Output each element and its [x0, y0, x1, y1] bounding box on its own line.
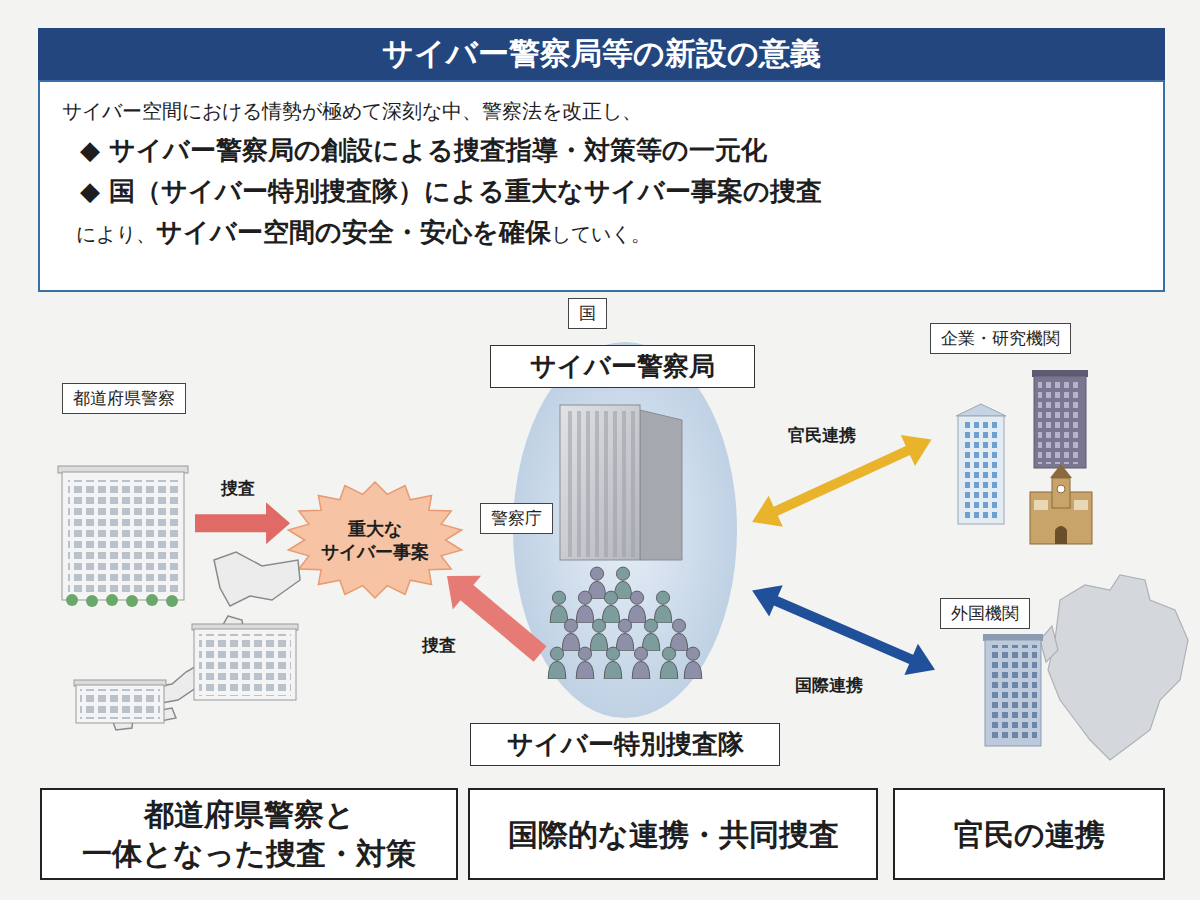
- node-text: 重大な サイバー事案: [313, 517, 437, 564]
- company-buildings: [1038, 380, 1082, 464]
- node-label: 国: [568, 298, 607, 329]
- company-buildings: [1052, 478, 1070, 508]
- node-text: 官民の連携: [954, 815, 1105, 854]
- node-label: 警察庁: [480, 503, 553, 534]
- label-holder: 警察庁: [480, 503, 553, 534]
- prefectural-building: [62, 472, 184, 600]
- label-holder: 都道府県警察: [62, 383, 186, 414]
- node-label: サイバー特別捜査隊: [470, 723, 780, 766]
- europe-map: [1048, 575, 1188, 760]
- edge-label: 捜査: [418, 633, 460, 658]
- edge-label: 国際連携: [791, 673, 867, 698]
- label-holder: 捜査: [217, 476, 259, 501]
- prefectural-building: [192, 624, 298, 700]
- prefectural-building: [80, 689, 160, 719]
- npa-building: [640, 410, 682, 560]
- node-text: により、: [76, 221, 156, 248]
- node-text: サイバー空間の安全・安心を確保: [156, 215, 551, 250]
- node-text: ◆ サイバー警察局の創設による捜査指導・対策等の一元化: [80, 133, 1141, 168]
- prefectural-building: [74, 680, 166, 723]
- prefectural-building: [166, 595, 178, 607]
- edge-label: 官民連携: [784, 423, 860, 448]
- label-holder: 外国機関: [940, 598, 1030, 629]
- summary-box: 国際的な連携・共同捜査: [468, 788, 878, 880]
- company-buildings: [958, 416, 1004, 524]
- label-holder: サイバー警察局: [490, 345, 755, 388]
- company-buildings: [1050, 464, 1072, 478]
- title-text: サイバー警察局等の新設の意義: [382, 33, 821, 75]
- label-holder: 国際連携: [791, 673, 867, 698]
- prefectural-building: [146, 594, 158, 606]
- label-holder: 国: [568, 298, 607, 329]
- prefectural-building: [194, 629, 296, 700]
- node-text: していく。: [551, 221, 651, 248]
- europe-map: [1040, 626, 1058, 662]
- foreign-agency-building: [983, 634, 1043, 746]
- foreign-agency-building: [985, 640, 1041, 746]
- company-buildings: [1055, 526, 1067, 544]
- japan-map: [214, 552, 300, 606]
- node-text: サイバー空間における情勢が極めて深刻な中、警察法を改正し、: [62, 98, 1141, 125]
- starburst-outline: [285, 480, 465, 600]
- prefectural-building: [86, 595, 98, 607]
- node-label: 都道府県警察: [62, 383, 186, 414]
- company-buildings: [962, 420, 1000, 520]
- block-arrow: [752, 585, 935, 675]
- company-buildings: [956, 370, 1092, 544]
- npa-building: [565, 411, 635, 557]
- node-label: サイバー警察局: [490, 345, 755, 388]
- starburst-outline: [288, 482, 461, 598]
- incident-starburst: 重大な サイバー事案: [285, 480, 465, 600]
- prefectural-building: [106, 594, 118, 606]
- node-text: 国際的な連携・共同捜査: [508, 815, 839, 854]
- npa-building: [560, 405, 682, 560]
- title-band: サイバー警察局等の新設の意義: [38, 28, 1165, 80]
- prefectural-building: [126, 595, 138, 607]
- summary-box: 都道府県警察と 一体となった捜査・対策: [40, 788, 458, 880]
- node-text: 都道府県警察と 一体となった捜査・対策: [52, 795, 446, 873]
- foreign-agency-building: [989, 645, 1037, 742]
- europe-map: [1040, 575, 1188, 760]
- company-buildings: [1034, 376, 1086, 468]
- npa-building: [560, 405, 640, 560]
- node-label: 外国機関: [940, 598, 1030, 629]
- label-holder: サイバー特別捜査隊: [470, 723, 780, 766]
- prefectural-building: [66, 594, 178, 607]
- node-text: ◆ 国（サイバー特別捜査隊）による重大なサイバー事案の捜査: [80, 174, 1141, 209]
- prefectural-building: [199, 634, 291, 696]
- intro-box: サイバー空間における情勢が極めて深刻な中、警察法を改正し、 ◆ サイバー警察局の創…: [38, 80, 1165, 292]
- company-buildings: [1034, 500, 1048, 510]
- prefectural-building: [68, 480, 178, 592]
- label-holder: 官民連携: [784, 423, 860, 448]
- edge-label: 捜査: [217, 476, 259, 501]
- company-buildings: [1057, 485, 1065, 493]
- company-buildings: [956, 404, 1006, 416]
- label-holder: 捜査: [418, 633, 460, 658]
- company-buildings: [1074, 500, 1088, 510]
- prefectural-building: [66, 594, 78, 606]
- prefectural-building: [76, 685, 164, 723]
- label-holder: 企業・研究機関: [930, 323, 1071, 354]
- summary-box: 官民の連携: [893, 788, 1165, 880]
- block-arrow: [195, 502, 290, 544]
- block-arrow: [752, 435, 931, 527]
- prefectural-building: [58, 466, 188, 607]
- node-label: 企業・研究機関: [930, 323, 1071, 354]
